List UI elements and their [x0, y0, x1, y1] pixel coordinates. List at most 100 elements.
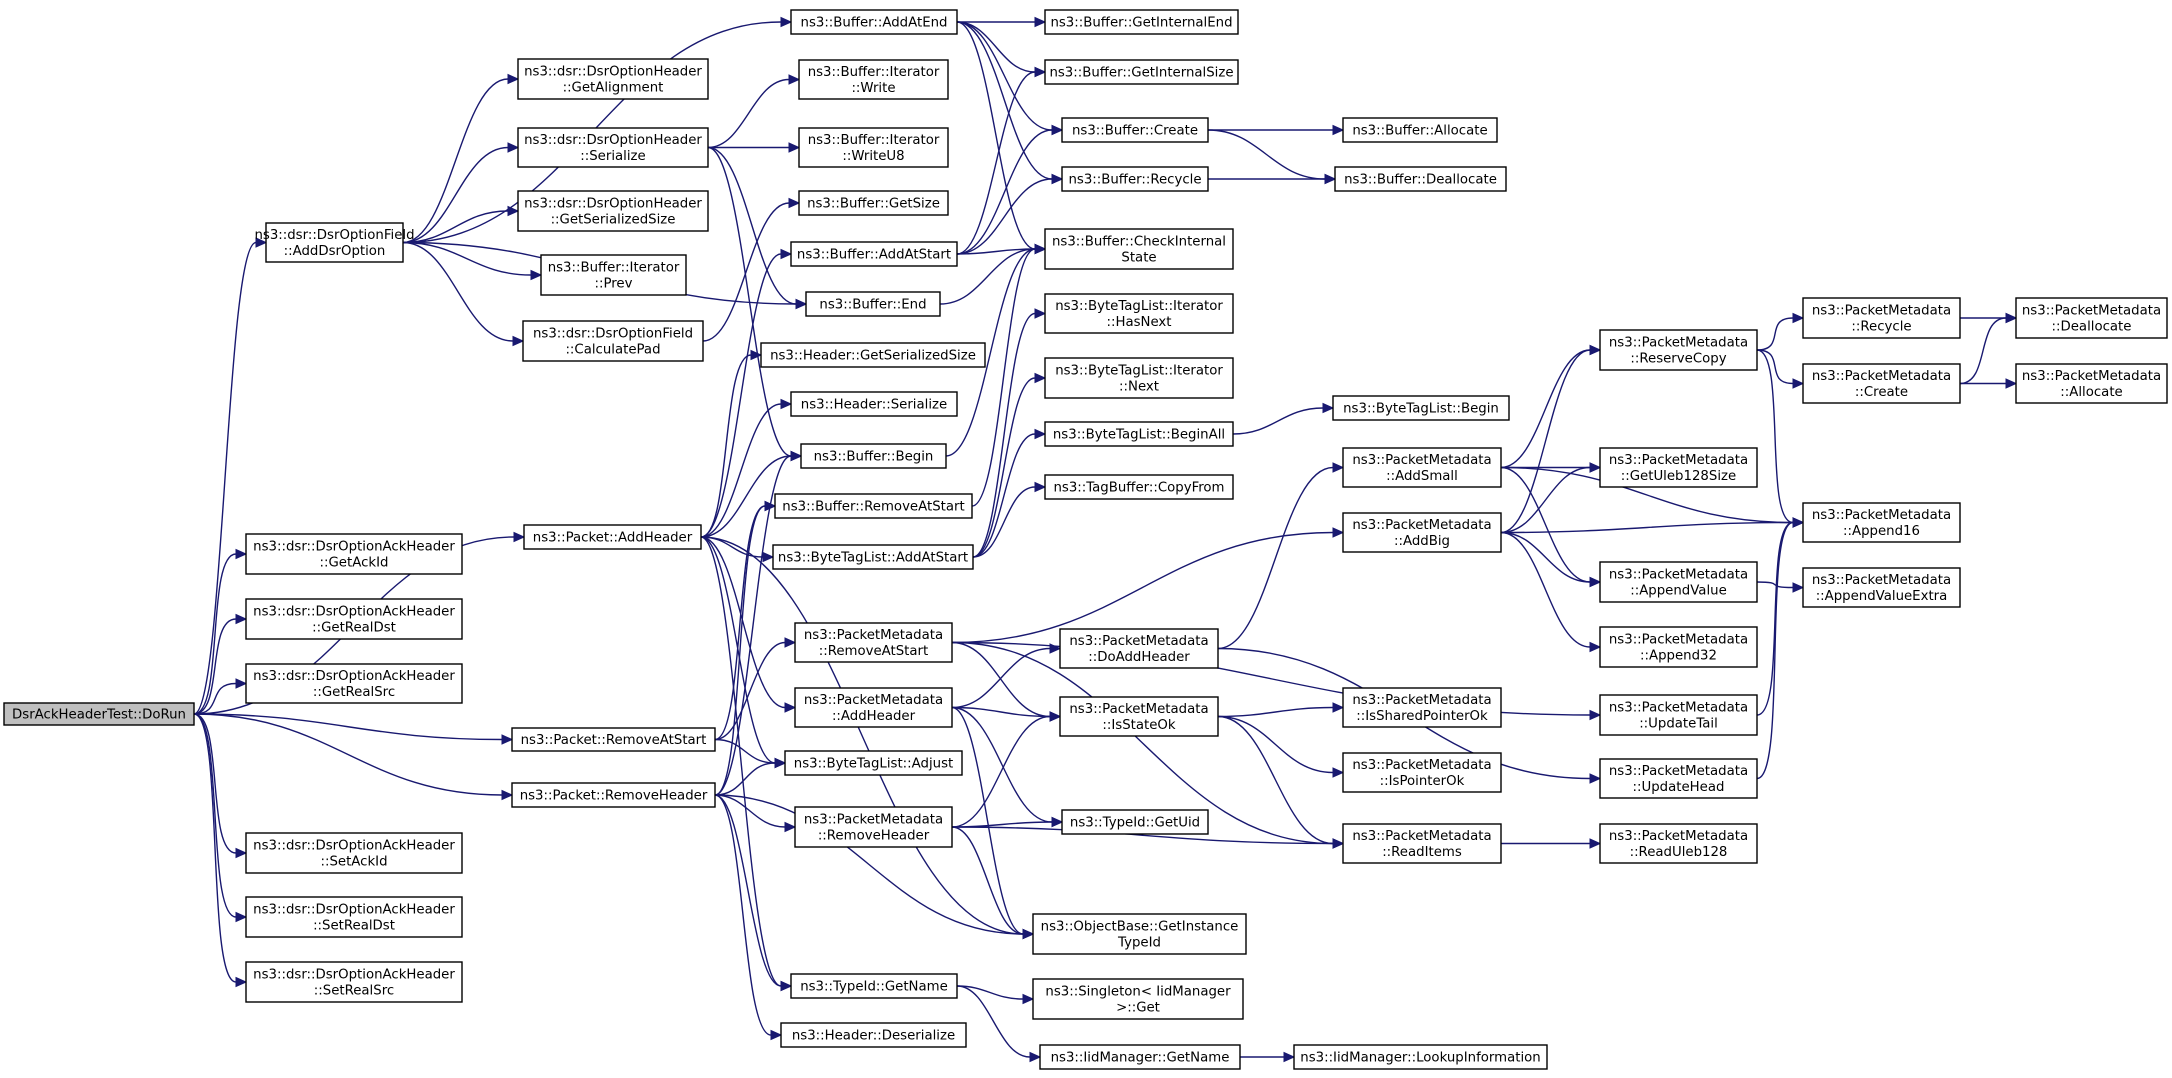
node-label: State — [1121, 251, 1156, 266]
node-iterprev[interactable]: ns3::Buffer::Iterator::Prev — [540, 254, 687, 296]
node-adddsroption[interactable]: ns3::dsr::DsrOptionField::AddDsrOption — [254, 222, 415, 263]
node-pmappendvalueextra[interactable]: ns3::PacketMetadata::AppendValueExtra — [1802, 567, 1961, 608]
node-getalignment[interactable]: ns3::dsr::DsrOptionHeader::GetAlignment — [517, 58, 709, 100]
node-bufremoveatstart[interactable]: ns3::Buffer::RemoveAtStart — [774, 493, 973, 519]
node-pmremoveatstart[interactable]: ns3::PacketMetadata::RemoveAtStart — [794, 622, 953, 663]
node-iidlookupinfo[interactable]: ns3::IidManager::LookupInformation — [1293, 1044, 1548, 1070]
node-btladdatstart[interactable]: ns3::ByteTagList::AddAtStart — [772, 544, 974, 570]
node-label: ::RemoveHeader — [818, 829, 930, 844]
node-iterwriteu8[interactable]: ns3::Buffer::Iterator::WriteU8 — [798, 127, 949, 168]
node-label: ns3::PacketMetadata — [1609, 701, 1748, 716]
node-label: ns3::Buffer::Iterator — [808, 133, 940, 148]
node-label: ns3::ByteTagList::AddAtStart — [778, 551, 968, 566]
node-bufbegin[interactable]: ns3::Buffer::Begin — [800, 443, 947, 469]
node-getrealdst[interactable]: ns3::dsr::DsrOptionAckHeader::GetRealDst — [245, 598, 463, 640]
node-bufend[interactable]: ns3::Buffer::End — [805, 291, 941, 317]
node-bufdeallocate[interactable]: ns3::Buffer::Deallocate — [1334, 166, 1507, 192]
node-pktremoveatstart[interactable]: ns3::Packet::RemoveAtStart — [511, 727, 716, 752]
node-box — [245, 832, 463, 874]
node-btladjust[interactable]: ns3::ByteTagList::Adjust — [784, 750, 963, 776]
node-label: ns3::IidManager::GetName — [1051, 1051, 1230, 1066]
node-tagbufcopyfrom[interactable]: ns3::TagBuffer::CopyFrom — [1044, 474, 1234, 500]
node-pmdeallocate[interactable]: ns3::PacketMetadata::Deallocate — [2015, 297, 2168, 339]
edge-pmremoveatstart-to-pmisstateok — [951, 641, 1062, 722]
node-bufaddatstart[interactable]: ns3::Buffer::AddAtStart — [790, 241, 958, 267]
node-bufcreate[interactable]: ns3::Buffer::Create — [1061, 117, 1209, 143]
node-hdrserialize[interactable]: ns3::Header::Serialize — [790, 391, 958, 417]
node-label: ns3::dsr::DsrOptionHeader — [524, 133, 702, 148]
node-bufgetinternalsize[interactable]: ns3::Buffer::GetInternalSize — [1044, 59, 1239, 85]
node-bufrecycle[interactable]: ns3::Buffer::Recycle — [1061, 166, 1209, 192]
node-pktremoveheader[interactable]: ns3::Packet::RemoveHeader — [511, 782, 716, 808]
node-typeidgetuid[interactable]: ns3::TypeId::GetUid — [1061, 809, 1209, 835]
node-pmreaditems[interactable]: ns3::PacketMetadata::ReadItems — [1342, 823, 1502, 864]
node-pmrecycle[interactable]: ns3::PacketMetadata::Recycle — [1802, 297, 1961, 339]
node-btlbeginall[interactable]: ns3::ByteTagList::BeginAll — [1044, 421, 1234, 447]
node-box — [1599, 447, 1758, 488]
edge-adddsroption-to-iterprev — [402, 241, 543, 281]
node-box — [760, 342, 986, 368]
node-setrealsrc[interactable]: ns3::dsr::DsrOptionAckHeader::SetRealSrc — [245, 961, 463, 1003]
node-label: ::Allocate — [2060, 385, 2122, 400]
node-btliterhasnext[interactable]: ns3::ByteTagList::Iterator::HasNext — [1044, 293, 1234, 334]
node-addheader[interactable]: ns3::Packet::AddHeader — [523, 524, 702, 550]
node-pmdoaddheader[interactable]: ns3::PacketMetadata::DoAddHeader — [1059, 628, 1219, 669]
node-label: ::Create — [1855, 385, 1908, 400]
node-singletonget[interactable]: ns3::Singleton< IidManager>::Get — [1032, 978, 1244, 1020]
node-pmaddbig[interactable]: ns3::PacketMetadata::AddBig — [1342, 512, 1502, 553]
node-pmremoveheader[interactable]: ns3::PacketMetadata::RemoveHeader — [794, 806, 953, 848]
node-btlbegin[interactable]: ns3::ByteTagList::Begin — [1332, 395, 1510, 421]
node-iterwrite[interactable]: ns3::Buffer::Iterator::Write — [798, 59, 949, 100]
node-label: ns3::PacketMetadata — [1352, 518, 1491, 533]
node-box — [523, 524, 702, 550]
edge-pmremoveheader-to-typeidgetuid — [951, 816, 1064, 828]
node-calcpad[interactable]: ns3::dsr::DsrOptionField::CalculatePad — [522, 320, 704, 362]
node-iidgetname[interactable]: ns3::IidManager::GetName — [1039, 1044, 1241, 1070]
node-pmappend16[interactable]: ns3::PacketMetadata::Append16 — [1802, 502, 1961, 543]
node-bufgetsize[interactable]: ns3::Buffer::GetSize — [798, 190, 949, 216]
node-root[interactable]: DsrAckHeaderTest::DoRun — [3, 702, 195, 726]
node-getrealsrc[interactable]: ns3::dsr::DsrOptionAckHeader::GetRealSrc — [245, 663, 463, 704]
node-getackid[interactable]: ns3::dsr::DsrOptionAckHeader::GetAckId — [245, 533, 463, 575]
node-label: ::Serialize — [580, 149, 645, 164]
node-label: ns3::Buffer::AddAtEnd — [801, 16, 948, 31]
node-label: ns3::PacketMetadata — [1069, 634, 1208, 649]
node-pmreaduleb128[interactable]: ns3::PacketMetadata::ReadUleb128 — [1599, 823, 1758, 864]
node-pmaddsmall[interactable]: ns3::PacketMetadata::AddSmall — [1342, 447, 1502, 488]
node-box — [517, 190, 709, 232]
edge-pktremoveatstart-to-pmremoveatstart — [714, 637, 797, 741]
node-pmgetuleb128size[interactable]: ns3::PacketMetadata::GetUleb128Size — [1599, 447, 1758, 488]
node-pmreservecopy[interactable]: ns3::PacketMetadata::ReserveCopy — [1599, 329, 1758, 371]
node-pmupdatetail[interactable]: ns3::PacketMetadata::UpdateTail — [1599, 694, 1758, 736]
edge-bufaddatend-to-bufgetinternalend — [957, 16, 1047, 28]
node-bufgetinternalend[interactable]: ns3::Buffer::GetInternalEnd — [1044, 9, 1239, 35]
node-bufallocate[interactable]: ns3::Buffer::Allocate — [1342, 117, 1498, 143]
edge-bufcreate-to-bufallocate — [1208, 124, 1345, 136]
node-ohgetsersize[interactable]: ns3::dsr::DsrOptionHeader::GetSerialized… — [517, 190, 709, 232]
node-label: ns3::Header::Deserialize — [792, 1029, 955, 1044]
node-btliternext[interactable]: ns3::ByteTagList::Iterator::Next — [1044, 357, 1234, 399]
node-label: ns3::Buffer::Allocate — [1352, 124, 1487, 139]
node-pmisstateok[interactable]: ns3::PacketMetadata::IsStateOk — [1059, 696, 1219, 737]
edge-pmremoveheader-to-pmisstateok — [951, 711, 1062, 828]
node-setrealdst[interactable]: ns3::dsr::DsrOptionAckHeader::SetRealDst — [245, 896, 463, 938]
node-pmappend32[interactable]: ns3::PacketMetadata::Append32 — [1599, 626, 1758, 668]
node-pmaddheader[interactable]: ns3::PacketMetadata::AddHeader — [794, 687, 953, 728]
node-label: ns3::dsr::DsrOptionAckHeader — [253, 968, 455, 983]
node-ohserialize[interactable]: ns3::dsr::DsrOptionHeader::Serialize — [517, 127, 709, 168]
node-box — [1342, 687, 1502, 728]
node-pmispointerok[interactable]: ns3::PacketMetadata::IsPointerOk — [1342, 752, 1502, 793]
node-typeidgetname[interactable]: ns3::TypeId::GetName — [790, 973, 958, 999]
node-hdrdeserialize[interactable]: ns3::Header::Deserialize — [780, 1022, 967, 1048]
node-pmappendvalue[interactable]: ns3::PacketMetadata::AppendValue — [1599, 561, 1758, 603]
node-pmcreate[interactable]: ns3::PacketMetadata::Create — [1802, 363, 1961, 404]
node-bufaddatend[interactable]: ns3::Buffer::AddAtEnd — [790, 9, 958, 35]
node-pmissharedpointerok[interactable]: ns3::PacketMetadata::IsSharedPointerOk — [1342, 687, 1502, 728]
node-label: ns3::PacketMetadata — [1352, 758, 1491, 773]
node-pmallocate[interactable]: ns3::PacketMetadata::Allocate — [2015, 363, 2168, 404]
node-pmupdatehead[interactable]: ns3::PacketMetadata::UpdateHead — [1599, 758, 1758, 799]
node-hdrgetsersize[interactable]: ns3::Header::GetSerializedSize — [760, 342, 986, 368]
node-setackid[interactable]: ns3::dsr::DsrOptionAckHeader::SetAckId — [245, 832, 463, 874]
